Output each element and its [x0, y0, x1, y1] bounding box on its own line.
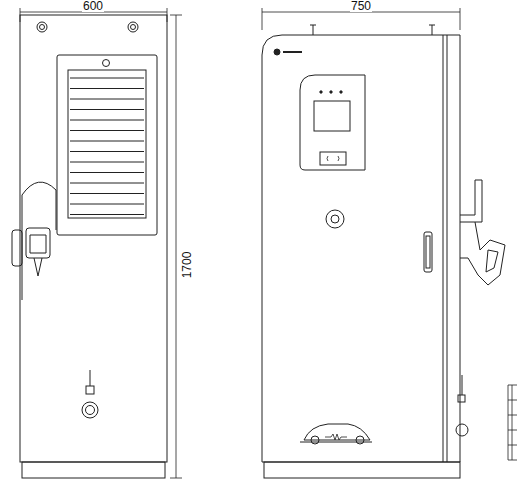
width-dimension: 600: [82, 0, 104, 12]
depth-dimension: 750: [350, 0, 372, 12]
title-block: [508, 385, 517, 460]
front-view: [12, 15, 167, 478]
dimension-lines: [20, 8, 460, 478]
height-dimension: 1700: [181, 251, 193, 280]
side-view: [262, 25, 505, 478]
